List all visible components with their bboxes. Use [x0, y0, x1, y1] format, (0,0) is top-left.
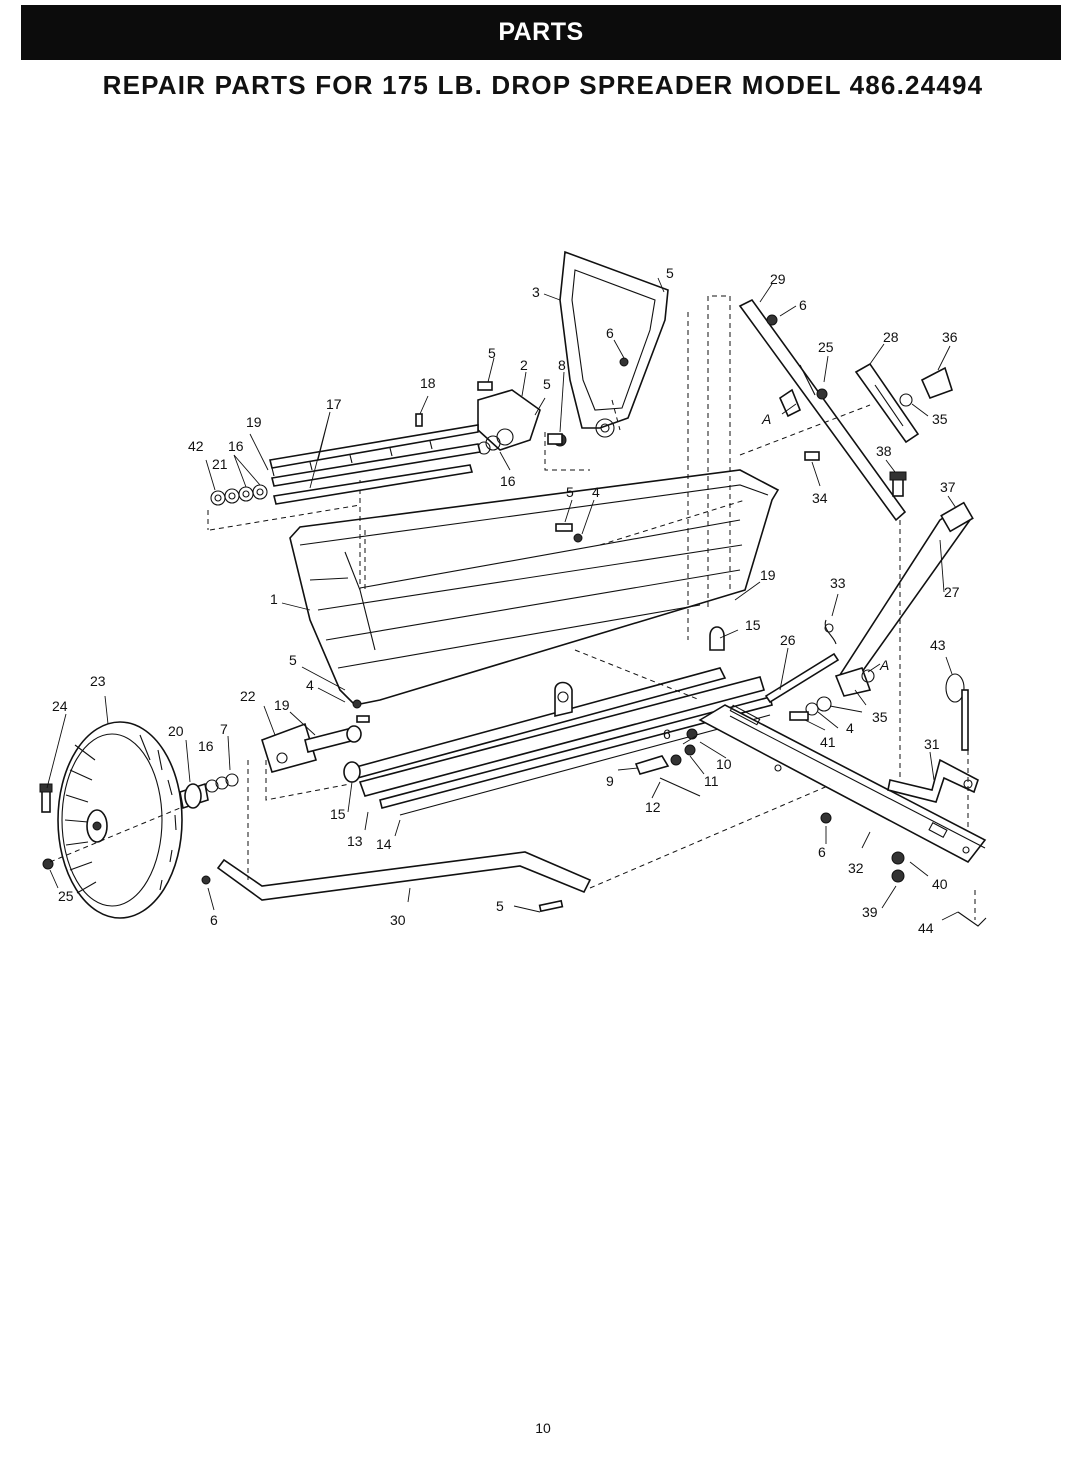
label-5: 5: [666, 265, 674, 281]
bracket-2: [477, 389, 567, 455]
label-35: 35: [932, 411, 948, 427]
label-6d: 6: [818, 844, 826, 860]
parts-banner: PARTS: [21, 5, 1061, 60]
label-39: 39: [862, 904, 878, 920]
label-6e: 6: [210, 912, 218, 928]
wheel: [57, 721, 183, 919]
label-7: 7: [220, 721, 228, 737]
label-12: 12: [645, 799, 661, 815]
label-31: 31: [924, 736, 940, 752]
label-5d: 5: [566, 484, 574, 500]
label-a-upper: A: [761, 411, 771, 427]
axle-bracket: [261, 722, 362, 783]
wheel-spacer: [179, 773, 239, 810]
label-5e: 5: [289, 652, 297, 668]
handle-lower: [834, 501, 974, 697]
label-20: 20: [168, 723, 184, 739]
small-hardware: [352, 357, 725, 740]
lever-knob: [899, 366, 953, 407]
label-19b: 19: [760, 567, 776, 583]
label-26: 26: [780, 632, 796, 648]
label-6: 6: [799, 297, 807, 313]
callout-labels: 1 2 3 4 4 4 5 5 5 5 5 5 6 6 6 6 6 7 8 9 …: [52, 265, 960, 936]
label-36: 36: [942, 329, 958, 345]
label-a-lower: A: [879, 657, 889, 673]
assembly-lines: [49, 295, 976, 920]
shutoff-plate: [343, 667, 773, 816]
label-44: 44: [918, 920, 934, 936]
handle-upper: [738, 298, 907, 522]
label-5b: 5: [488, 345, 496, 361]
label-40: 40: [932, 876, 948, 892]
label-8: 8: [558, 357, 566, 373]
label-28: 28: [883, 329, 899, 345]
tongue: [698, 704, 987, 864]
label-33: 33: [830, 575, 846, 591]
label-25b: 25: [58, 888, 74, 904]
hopper: [289, 469, 780, 706]
label-6c: 6: [663, 726, 671, 742]
label-42: 42: [188, 438, 204, 454]
label-14: 14: [376, 836, 392, 852]
wheel-bolt: [39, 783, 54, 870]
label-37: 37: [940, 479, 956, 495]
label-23: 23: [90, 673, 106, 689]
label-4c: 4: [846, 720, 854, 736]
label-6b: 6: [606, 325, 614, 341]
label-35b: 35: [872, 709, 888, 725]
label-2: 2: [520, 357, 528, 373]
brace: [201, 851, 592, 913]
label-16c: 16: [198, 738, 214, 754]
label-13: 13: [347, 833, 363, 849]
label-10: 10: [716, 756, 732, 772]
label-11: 11: [704, 773, 719, 789]
label-41: 41: [820, 734, 836, 750]
diagram-heading: REPAIR PARTS FOR 175 LB. DROP SPREADER M…: [102, 70, 984, 100]
label-19: 19: [246, 414, 262, 430]
label-4b: 4: [306, 677, 314, 693]
label-32: 32: [848, 860, 864, 876]
label-5f: 5: [496, 898, 504, 914]
label-24: 24: [52, 698, 68, 714]
page-number: 10: [535, 1420, 551, 1436]
leader-lines: [46, 277, 959, 921]
label-1: 1: [270, 591, 278, 607]
banner-title: PARTS: [498, 18, 584, 46]
label-9: 9: [606, 773, 614, 789]
handle-bolts: [804, 451, 907, 497]
label-25: 25: [818, 339, 834, 355]
lever: [854, 362, 920, 444]
label-18: 18: [420, 375, 436, 391]
label-43: 43: [930, 637, 946, 653]
label-16: 16: [228, 438, 244, 454]
label-38: 38: [876, 443, 892, 459]
hitch-pin: [945, 673, 969, 751]
label-19c: 19: [274, 697, 290, 713]
label-34: 34: [812, 490, 828, 506]
link-assembly: [634, 744, 701, 797]
label-17: 17: [326, 396, 342, 412]
label-15b: 15: [330, 806, 346, 822]
label-4: 4: [592, 484, 600, 500]
label-16b: 16: [500, 473, 516, 489]
agitator: [269, 424, 481, 505]
tongue-hardware: [820, 812, 987, 927]
label-21: 21: [212, 456, 228, 472]
label-3: 3: [532, 284, 540, 300]
label-30: 30: [390, 912, 406, 928]
handle-hardware: [789, 696, 832, 721]
label-29: 29: [770, 271, 786, 287]
label-5c: 5: [543, 376, 551, 392]
label-27: 27: [944, 584, 960, 600]
hitch-bracket: [887, 758, 979, 803]
control-rod: [764, 619, 840, 704]
label-22: 22: [240, 688, 256, 704]
axle-washers-left: [210, 484, 268, 506]
label-15: 15: [745, 617, 761, 633]
